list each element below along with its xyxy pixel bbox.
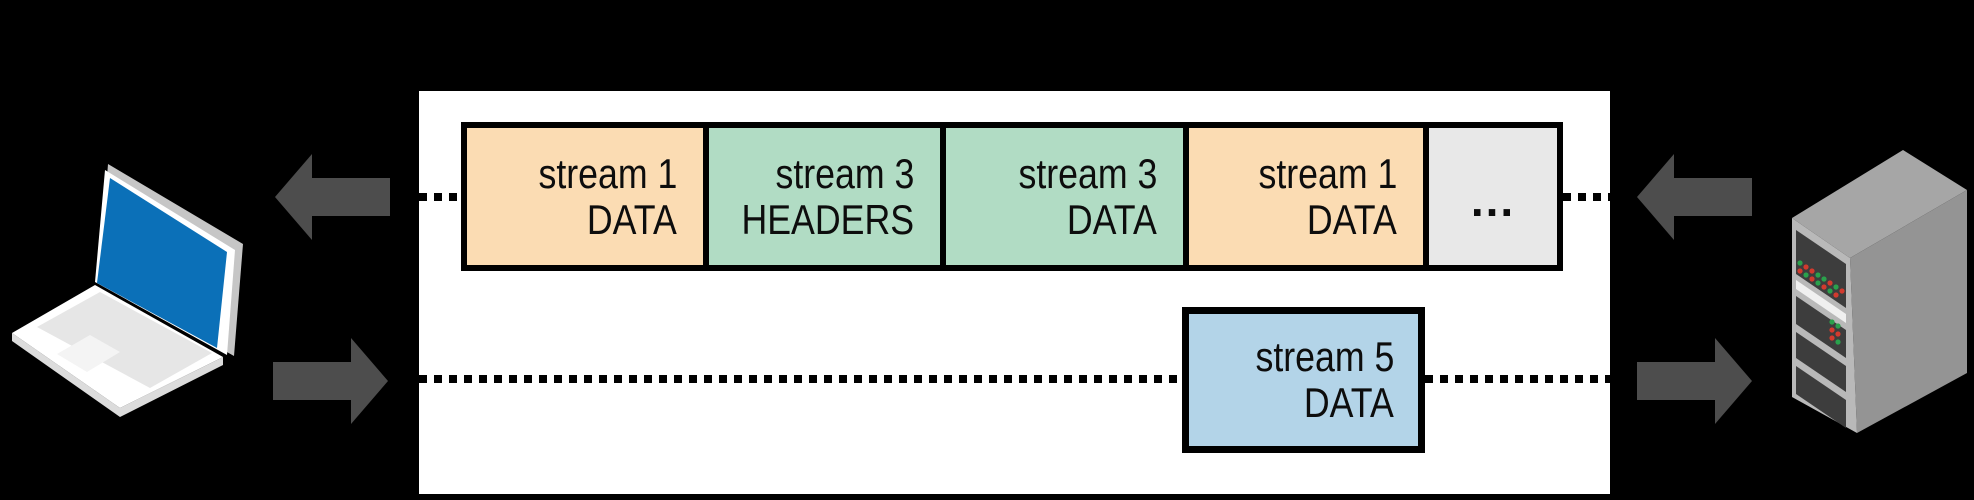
arrow-right-icon [273,338,388,424]
laptop-keyboard [37,292,212,388]
frame-label-line1: stream 3 [1018,149,1157,197]
frame-label-line2: HEADERS [741,195,914,243]
frame-stream3-data: stream 3 DATA [940,128,1183,265]
frame-more: ... [1423,128,1557,265]
frame-label-line1: stream 1 [538,149,677,197]
server-stripe [1796,280,1846,323]
frame-stream1-data: stream 1 DATA [1183,128,1423,265]
frame-label-line2: DATA [1304,379,1394,426]
laptop-icon [12,164,243,417]
frame-sequence-row: stream 1 DATA stream 3 HEADERS stream 3 … [461,122,1563,271]
connection-dotted-line [1425,375,1610,383]
arrow-right-icon [1637,338,1752,424]
server-bay-3 [1796,332,1846,392]
frame-stream3-headers: stream 3 HEADERS [703,128,940,265]
server-bay-2 [1796,296,1846,358]
laptop-trackpad [57,335,120,372]
connection-dotted-line [419,375,1182,383]
frame-label-line2: DATA [587,195,677,243]
connection-dotted-line [419,193,461,201]
frame-label-line2: DATA [1307,195,1397,243]
frame-label-line1: stream 3 [775,149,914,197]
server-bay-4 [1796,366,1846,428]
server-icon [1792,150,1967,433]
laptop-screen [97,178,227,348]
ellipsis-label: ... [1470,173,1516,226]
arrow-left-icon [1637,154,1752,240]
frame-stream1-data: stream 1 DATA [467,128,703,265]
frame-stream5-data: stream 5 DATA [1182,307,1425,453]
frame-label-line2: DATA [1067,195,1157,243]
server-bay-1 [1796,230,1846,308]
connection-dotted-line [1563,193,1610,201]
frame-label-line1: stream 1 [1258,149,1397,197]
frame-label-line1: stream 5 [1255,333,1394,380]
server-top-face [1792,150,1967,258]
server-led-lights [1797,260,1845,345]
arrow-left-icon [275,154,390,240]
server-side-face [1850,190,1967,433]
